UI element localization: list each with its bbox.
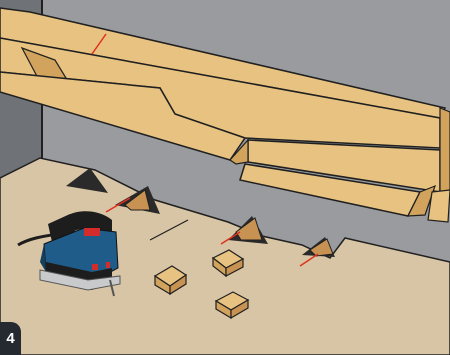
- step-number-badge: 4: [0, 322, 21, 355]
